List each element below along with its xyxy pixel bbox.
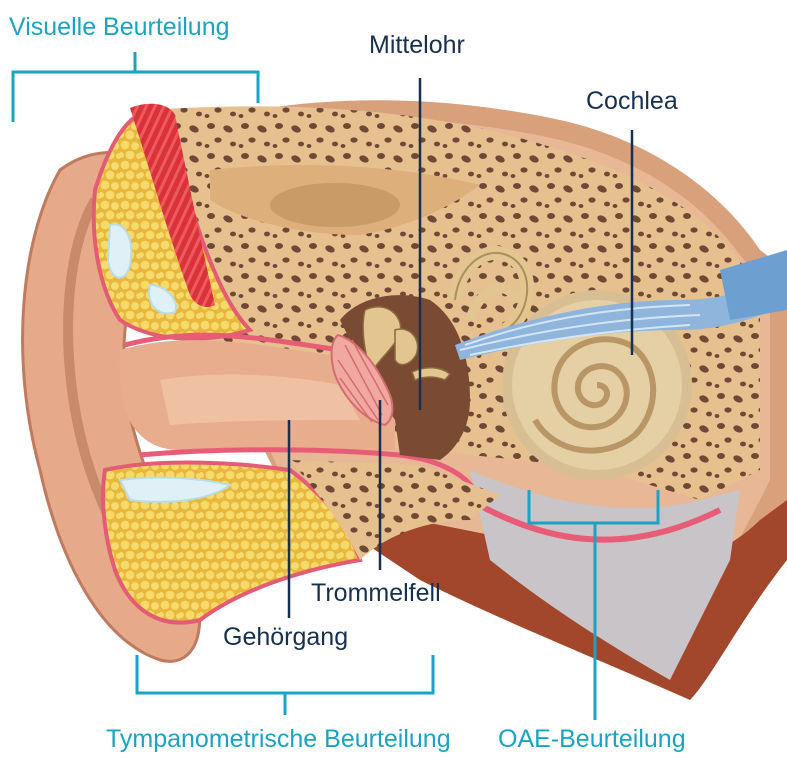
visual-assessment-bracket — [13, 52, 258, 122]
oae-assessment-label: OAE-Beurteilung — [498, 724, 686, 754]
oae-bracket — [529, 490, 658, 720]
visual-assessment-label: Visuelle Beurteilung — [9, 12, 230, 42]
ear-canal-label: Gehörgang — [223, 622, 348, 652]
tympanometric-bracket — [137, 655, 433, 715]
cochlea-label: Cochlea — [586, 86, 678, 116]
middle-ear-label: Mittelohr — [369, 30, 465, 60]
tympanometric-assessment-label: Tympanometrische Beurteilung — [106, 724, 451, 754]
eardrum-label: Trommelfell — [311, 578, 441, 608]
